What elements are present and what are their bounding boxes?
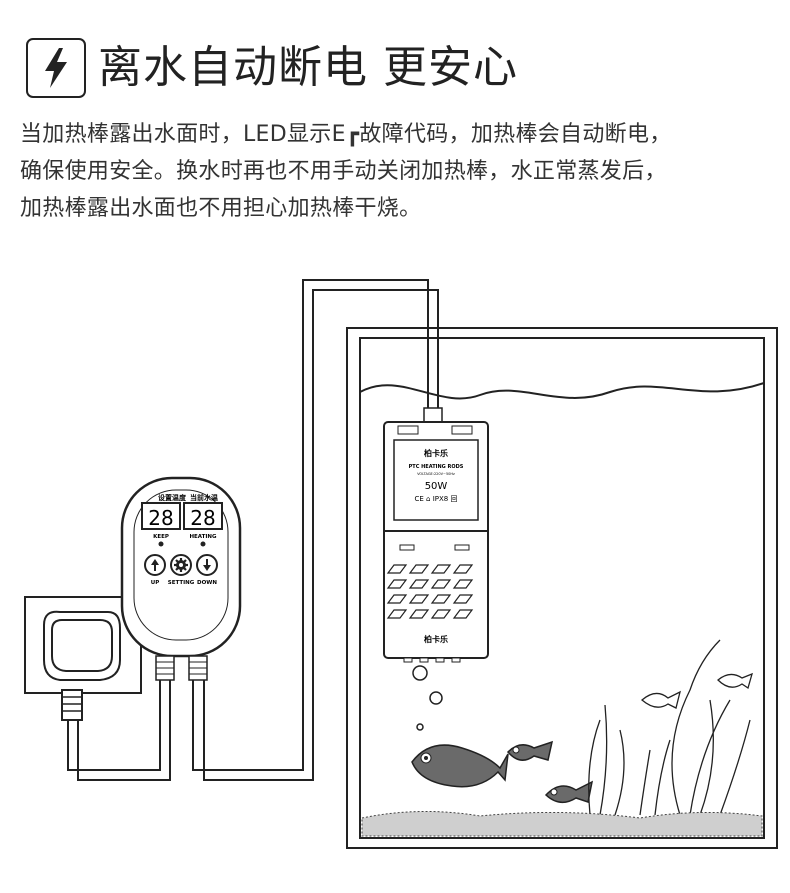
description: 当加热棒露出水面时，LED显示E┏故障代码，加热棒会自动断电， 确保使用安全。换… [20, 116, 780, 227]
heater-product: PTC HEATING RODS [409, 464, 464, 470]
keep-label: KEEP [153, 534, 169, 540]
heater-power: 50W [425, 481, 448, 492]
temperature-controller: 设置温度 当前水温 28 28 KEEP HEATING [120, 476, 242, 681]
water-temp-label: 当前水温 [190, 493, 218, 502]
keep-indicator-icon [158, 541, 164, 547]
arrow-up-icon [151, 559, 159, 571]
power-cable [67, 680, 171, 781]
arrow-down-icon [203, 559, 211, 571]
plug-icon [61, 689, 83, 721]
setting-button[interactable] [170, 554, 192, 576]
heating-indicator-icon [200, 541, 206, 547]
page-title: 离水自动断电 更安心 [98, 42, 518, 93]
title-row: 离水自动断电 更安心 [26, 36, 518, 100]
aquarium-tank [346, 327, 778, 849]
bubbles [412, 665, 443, 731]
set-temp-display: 28 [148, 506, 173, 530]
aquarium-plants [588, 639, 751, 816]
up-label: UP [151, 580, 160, 586]
down-button[interactable] [196, 554, 218, 576]
lightning-bolt-icon [26, 38, 86, 98]
water-surface [359, 382, 765, 400]
fish-outline [641, 672, 753, 709]
heater-brand-bottom: 柏卡乐 [424, 634, 448, 644]
fish-large [411, 744, 509, 788]
heater-marks: CE ⌂ IPX8 回 [415, 495, 458, 503]
heater: 柏卡乐 PTC HEATING RODS VOLTAGE:220V~50Hz 5… [383, 407, 489, 663]
heater-cable [192, 279, 439, 781]
set-temp-label: 设置温度 [158, 493, 187, 502]
description-line: 加热棒露出水面也不用担心加热棒干烧。 [20, 196, 422, 221]
heater-brand: 柏卡乐 [424, 448, 448, 458]
up-button[interactable] [144, 554, 166, 576]
heater-spec: VOLTAGE:220V~50Hz [417, 472, 455, 476]
wall-socket [24, 596, 142, 721]
description-line: 确保使用安全。换水时再也不用手动关闭加热棒，水正常蒸发后， [20, 159, 667, 184]
down-label: DOWN [197, 580, 217, 586]
fish-small [506, 740, 554, 761]
gravel [361, 810, 763, 837]
heating-label: HEATING [189, 534, 217, 540]
setting-label: SETTING [168, 580, 195, 586]
water-temp-display: 28 [190, 506, 215, 530]
description-line: 当加热棒露出水面时，LED显示E┏故障代码，加热棒会自动断电， [20, 122, 672, 147]
fish-bottom [544, 780, 594, 804]
